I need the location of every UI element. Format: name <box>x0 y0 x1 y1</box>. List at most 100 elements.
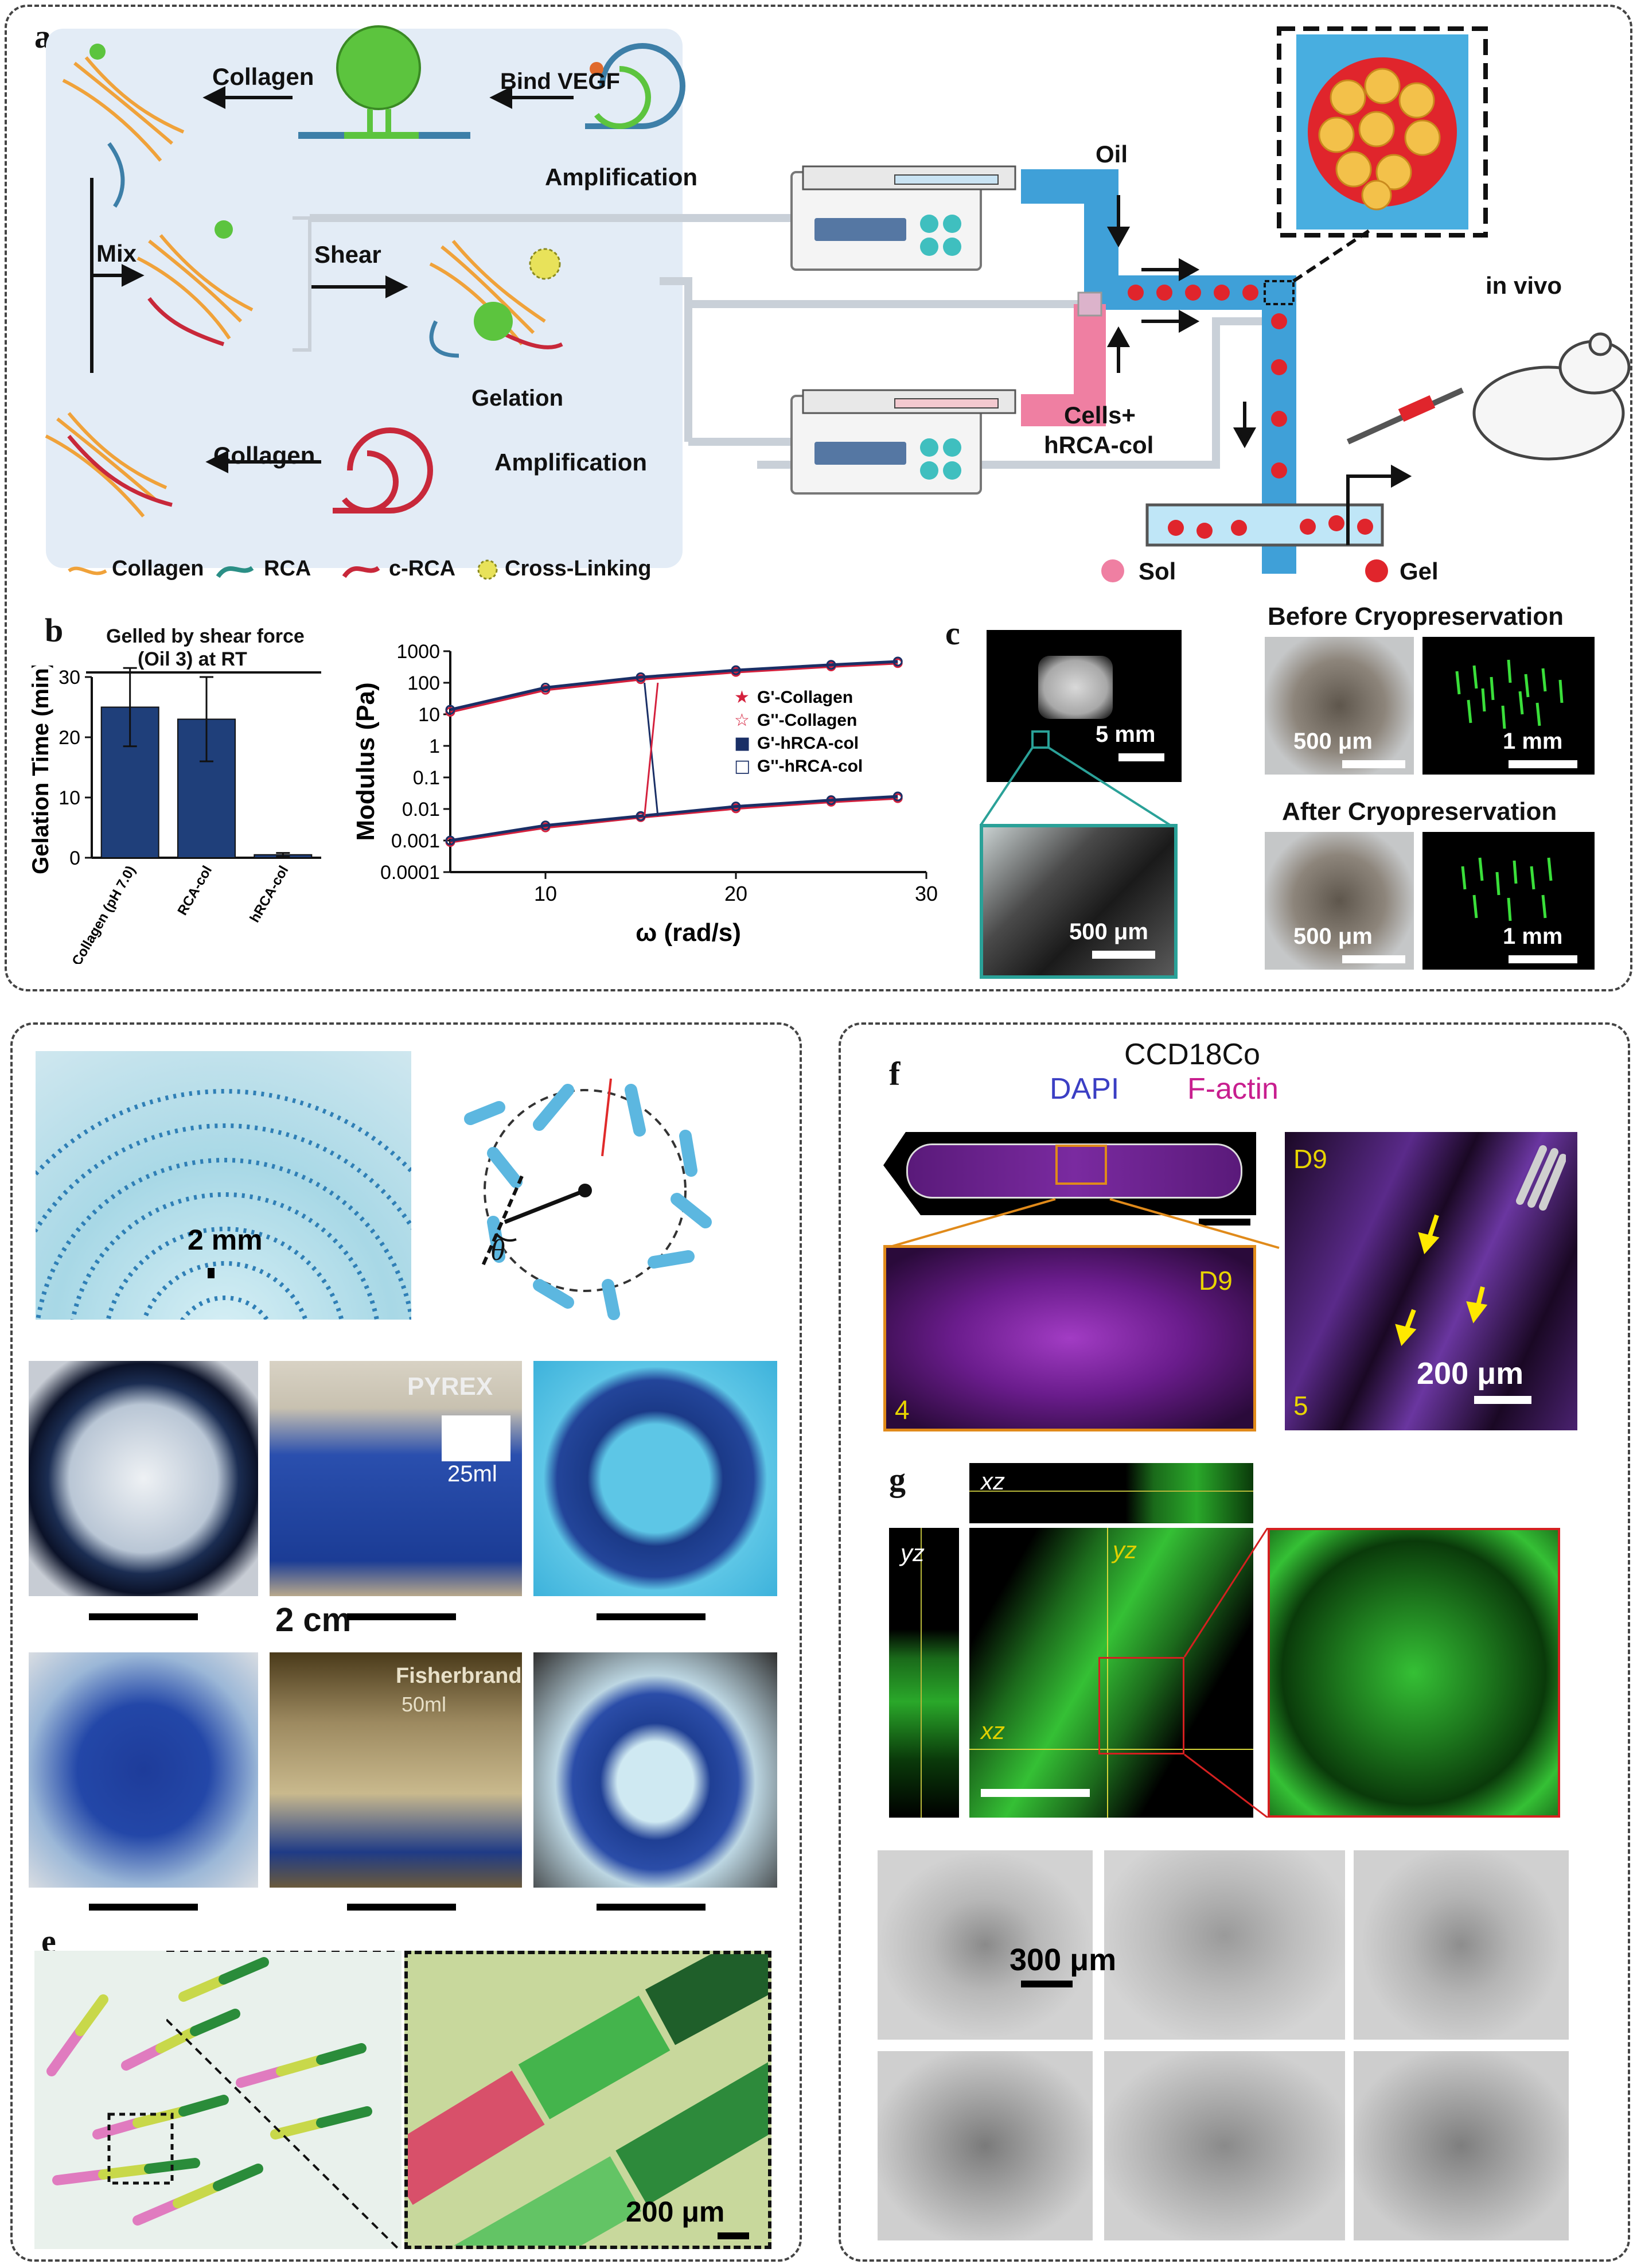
folding-photo-r2c1 <box>878 2051 1093 2240</box>
scaffold-macro-photo: 5 mm <box>987 630 1182 782</box>
line-y-tick-label: 0.0001 <box>380 862 440 884</box>
folding-photo-r1c3 <box>1354 1850 1569 2040</box>
line-y-tick-label: 1 <box>429 736 440 757</box>
scale-1mm-c-bar <box>1509 955 1577 963</box>
scale-2mm-label: 2 mm <box>188 1224 263 1256</box>
gel-icon <box>1365 559 1388 582</box>
bar-y-tick-label: 0 <box>69 847 80 869</box>
scale-1mm-c-label: 1 mm <box>1503 924 1563 949</box>
scale-200um-e-label: 200 μm <box>626 2196 725 2228</box>
folding-photo-r2c2 <box>1104 2051 1345 2240</box>
pyrex-label: PYREX <box>407 1372 493 1401</box>
scale-500um-b-bar <box>1342 760 1405 768</box>
line-y-axis-label: Modulus (Pa) <box>352 682 380 841</box>
panel-fgh-frame <box>839 1022 1630 2262</box>
series-point <box>892 791 903 802</box>
beaker-photo-r2c2: Fisherbrand 50ml <box>270 1652 522 1888</box>
panel-a-amplification-top: Amplification <box>545 164 698 190</box>
ring-photo-r1c1 <box>29 1361 258 1596</box>
panel-a-gelation: Gelation <box>471 386 564 411</box>
yz-mid-label: yz <box>1113 1536 1137 1563</box>
bar-chart-title-line2: (Oil 3) at RT <box>138 648 247 670</box>
legend-entry: G''-Collagen <box>757 711 857 730</box>
oriented-channels-photo: D9 200 μm 5 <box>1285 1132 1577 1430</box>
yellow-arrows <box>1395 1214 1488 1347</box>
bar-category-label: hRCA-col <box>247 863 291 925</box>
confocal-main-photo: yz xz <box>969 1528 1253 1818</box>
channel-overview-photo <box>883 1132 1256 1215</box>
panel-abc-frame <box>5 5 1632 991</box>
panel-a-cells-line2: hRCA-col <box>1044 431 1154 458</box>
theta-symbol: θ <box>490 1234 505 1267</box>
panel-f-factin: F-actin <box>1187 1072 1279 1106</box>
series-point <box>445 705 455 715</box>
series-point <box>892 656 903 667</box>
yz-projection-left: yz <box>889 1528 959 1818</box>
series-point <box>540 683 551 693</box>
panel-a-shear: Shear <box>314 241 381 268</box>
vegf-sphere-icon <box>336 25 421 110</box>
scale-5mm-label: 5 mm <box>1096 722 1156 747</box>
legend-crosslinking-icon <box>477 559 498 580</box>
panel-a-collagen-top: Collagen <box>212 63 314 90</box>
after-cryo-cells <box>1461 857 1553 921</box>
channel-orientation-icon <box>1516 1145 1566 1211</box>
panel-f-dapi: DAPI <box>1050 1072 1120 1106</box>
orientation-schematic <box>464 1078 712 1320</box>
panel-a-bind-vegf: Bind VEGF <box>500 69 620 94</box>
collection-dish-icon <box>1145 503 1384 547</box>
panel-c-label: c <box>945 614 960 652</box>
zoom-region-box <box>1098 1657 1184 1755</box>
bar-category-label: Collagen (pH 7.0) <box>69 863 138 964</box>
scale-200um-f-label: 200 μm <box>1417 1356 1524 1391</box>
series-point <box>731 665 741 675</box>
series-point <box>636 672 646 682</box>
legend-collagen-label: Collagen <box>112 557 204 581</box>
scale-2cm-bar-3 <box>597 1613 706 1620</box>
folding-photo-r1c2 <box>1104 1850 1345 2040</box>
legend-rca-icon <box>216 566 254 578</box>
scale-300um-bar <box>1021 1981 1073 1987</box>
num-4-label: 4 <box>895 1395 910 1425</box>
panel-b-label: b <box>45 612 64 649</box>
legend-entry: G'-hRCA-col <box>757 734 859 753</box>
d9-label-a: D9 <box>1199 1266 1233 1296</box>
series-point <box>540 820 551 831</box>
line-y-tick-label: 0.01 <box>402 799 440 820</box>
bar-category-label: RCA-col <box>174 863 215 918</box>
multicolor-fibers-photo <box>34 1951 402 2249</box>
scale-500um-a-bar <box>1092 951 1155 959</box>
scale-2cm-bar-1 <box>89 1613 198 1620</box>
panel-f-title: CCD18Co <box>1124 1038 1260 1071</box>
scaffold-micro-photo: 500 μm <box>980 824 1178 979</box>
gel-droplet-zoom-inset <box>1277 26 1488 238</box>
fisher-label: Fisherbrand <box>396 1664 522 1688</box>
legend-collagen-icon <box>68 566 107 575</box>
legend-marker: □ <box>734 756 750 776</box>
line-x-tick-label: 20 <box>724 882 747 905</box>
scale-1mm-b-bar <box>1509 760 1577 768</box>
mouse-icon <box>1472 332 1631 461</box>
before-cryo-title: Before Cryopreservation <box>1268 602 1564 631</box>
folding-photo-r1c1 <box>878 1850 1093 2040</box>
scale-200um-e-bar <box>718 2232 749 2239</box>
legend-entry: G''-hRCA-col <box>757 757 863 776</box>
micropatterned-dish-photo: 2 mm <box>36 1051 411 1320</box>
fiber-segments <box>46 1957 372 2226</box>
series-point <box>445 835 455 846</box>
scale-bar-r2c3 <box>597 1904 706 1911</box>
sol-icon <box>1101 559 1124 582</box>
panel-a-amplification-bottom: Amplification <box>494 449 648 476</box>
yz-left-label: yz <box>901 1539 925 1566</box>
after-cryo-brightfield: 500 μm <box>1265 832 1414 970</box>
bar-y-tick-label: 10 <box>59 787 80 809</box>
syringe-icon <box>1346 387 1464 445</box>
xz-projection-top: xz <box>969 1463 1253 1523</box>
scale-300um-label: 300 μm <box>1010 1943 1117 1977</box>
legend-marker: ■ <box>734 733 750 753</box>
ml25-label: 25ml <box>447 1461 497 1487</box>
zoom-connector-lines <box>980 730 1171 826</box>
bar-y-tick-label: 20 <box>59 727 80 749</box>
